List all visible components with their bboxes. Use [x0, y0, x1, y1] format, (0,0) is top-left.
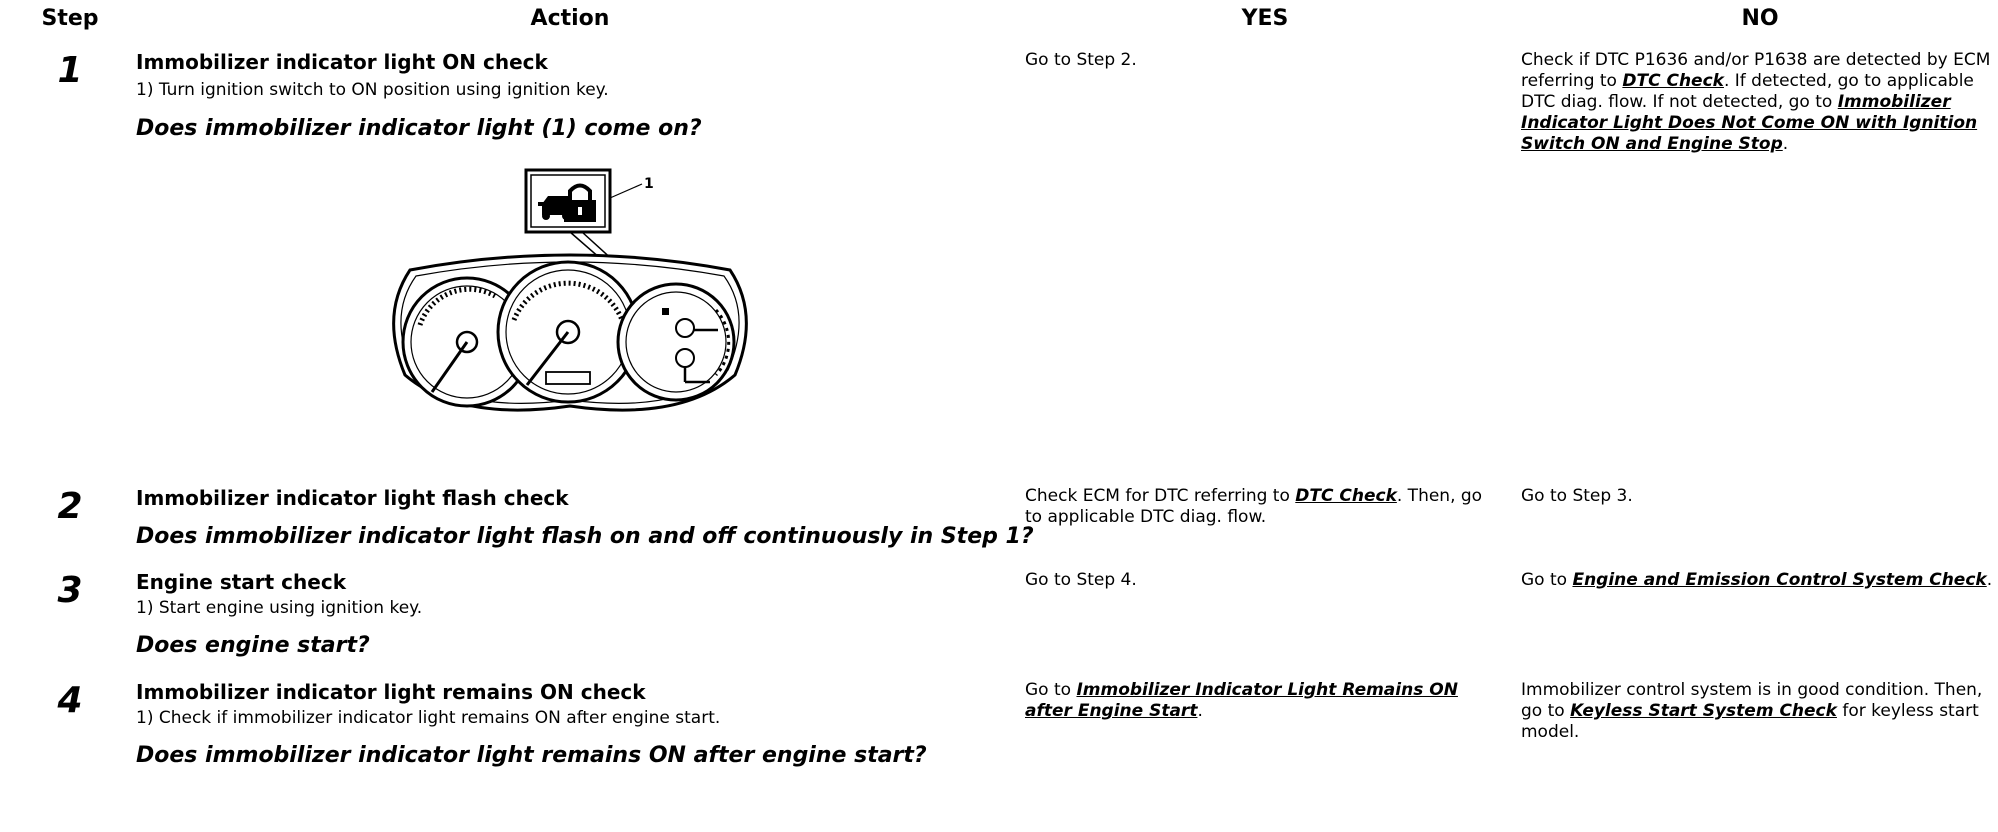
step-question: Does immobilizer indicator light remains…: [136, 743, 927, 768]
dtc-check-link[interactable]: DTC Check: [1622, 71, 1724, 91]
keyless-start-check-link[interactable]: Keyless Start System Check: [1570, 701, 1837, 721]
step3-yes: Go to Step 4.: [1025, 570, 1503, 591]
dtc-check-link[interactable]: DTC Check: [1295, 486, 1397, 506]
step-number: 4: [57, 680, 83, 721]
step-title: Immobilizer indicator light ON check: [136, 50, 548, 74]
indicator-remains-on-link[interactable]: Immobilizer Indicator Light Remains ON a…: [1025, 680, 1458, 721]
no-text: for keyless start model.: [1521, 701, 1979, 742]
yes-text: Go to: [1025, 680, 1077, 700]
step-title: Immobilizer indicator light remains ON c…: [136, 680, 646, 704]
header-step: Step: [41, 6, 99, 31]
yes-text: .: [1197, 701, 1203, 721]
step4-yes: Go to Immobilizer Indicator Light Remain…: [1025, 680, 1503, 722]
step-instruction: 1) Check if immobilizer indicator light …: [136, 708, 721, 728]
step-question: Does immobilizer indicator light flash o…: [136, 524, 1034, 549]
yes-text: Go to Step 4.: [1025, 570, 1137, 590]
no-text: Go to Step 3.: [1521, 486, 1633, 506]
no-text: Check if DTC P1636 and/or P1638 are dete…: [1521, 50, 1991, 91]
step-number: 3: [57, 570, 83, 611]
header-action: Action: [530, 6, 610, 31]
immobilizer-indicator-icon: [538, 183, 596, 222]
header-yes: YES: [1241, 6, 1289, 31]
no-text: .: [1986, 570, 1993, 590]
step-instruction: 1) Start engine using ignition key.: [136, 598, 423, 618]
step-number: 1: [57, 50, 83, 91]
step-number: 2: [57, 486, 83, 527]
step2-yes: Check ECM for DTC referring to DTC Check…: [1025, 486, 1503, 528]
no-text: . If detected, go to applicable DTC diag…: [1521, 71, 1974, 112]
engine-emission-check-link[interactable]: Engine and Emission Control System Check: [1572, 570, 1987, 590]
no-text: Immobilizer control system is in good co…: [1521, 680, 1983, 721]
step4-no: Immobilizer control system is in good co…: [1521, 680, 1993, 743]
yes-text: Go to Step 2.: [1025, 50, 1137, 70]
step-instruction: 1) Turn ignition switch to ON position u…: [136, 80, 609, 100]
indicator-not-on-link[interactable]: Immobilizer Indicator Light Does Not Com…: [1521, 92, 1978, 154]
step1-no: Check if DTC P1636 and/or P1638 are dete…: [1521, 50, 1993, 155]
step3-no: Go to Engine and Emission Control System…: [1521, 570, 1993, 591]
figure-label: 1: [644, 176, 654, 192]
yes-text: . Then, go to applicable DTC diag. flow.: [1025, 486, 1483, 527]
no-text: .: [1782, 134, 1789, 154]
yes-text: Check ECM for DTC referring to: [1025, 486, 1296, 506]
step-question: Does engine start?: [136, 633, 370, 658]
step2-no: Go to Step 3.: [1521, 486, 1993, 507]
instrument-cluster-figure: 1: [392, 168, 748, 412]
step-question: Does immobilizer indicator light (1) com…: [136, 116, 702, 141]
no-text: Go to: [1521, 570, 1573, 590]
step-title: Engine start check: [136, 570, 346, 594]
step-title: Immobilizer indicator light flash check: [136, 486, 569, 510]
header-no: NO: [1741, 6, 1779, 31]
step1-yes: Go to Step 2.: [1025, 50, 1503, 71]
